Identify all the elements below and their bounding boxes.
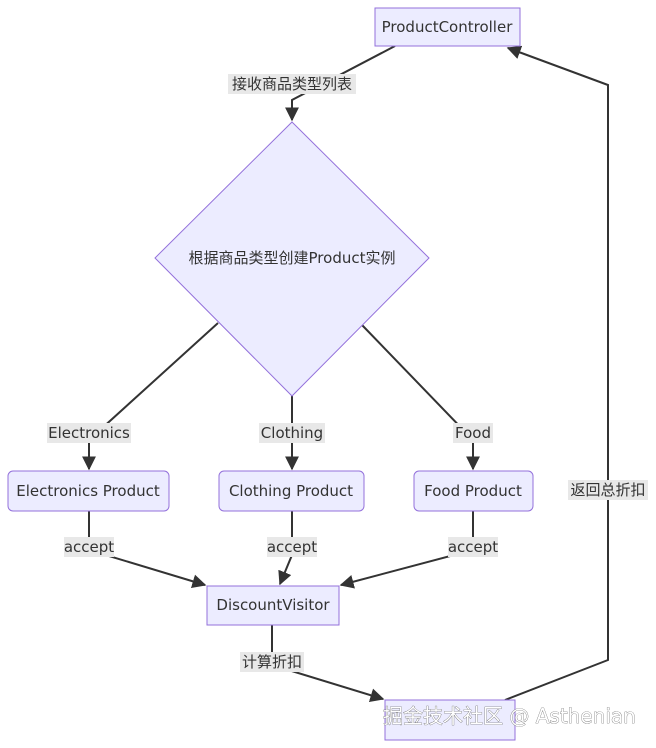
- node-clothing-product-label: Clothing Product: [229, 482, 353, 500]
- node-product-controller: [374, 7, 521, 47]
- node-electronics-product-label: Electronics Product: [16, 482, 160, 500]
- node-product-controller-label: ProductController: [382, 18, 514, 36]
- edge-label-clothing: Clothing: [261, 424, 323, 442]
- node-result: [384, 699, 516, 741]
- edge-label-accept-clothing: accept: [267, 538, 317, 556]
- node-discount-visitor: [206, 585, 340, 626]
- edge-controller-decision: [285, 45, 396, 122]
- node-decision-label: 根据商品类型创建Product实例: [189, 249, 396, 267]
- edge-label-accept-food: accept: [448, 538, 498, 556]
- edge-label-receive: 接收商品类型列表: [232, 75, 352, 93]
- edge-label-return: 返回总折扣: [570, 481, 645, 499]
- node-food-product: [413, 470, 534, 512]
- node-clothing-product: [218, 470, 365, 512]
- edge-result-controller: [504, 45, 609, 701]
- watermark: 掘金技术社区 @ Asthenian: [383, 704, 636, 728]
- edge-label-calculate: 计算折扣: [242, 653, 302, 671]
- edge-label-electronics: Electronics: [48, 424, 130, 442]
- edge-label-food: Food: [455, 424, 491, 442]
- edge-decision-food: [361, 324, 480, 471]
- edge-decision-electronics: [82, 322, 219, 471]
- node-discount-visitor-label: DiscountVisitor: [216, 596, 330, 614]
- edge-label-accept-electronics: accept: [64, 538, 114, 556]
- node-food-product-label: Food Product: [424, 482, 522, 500]
- node-electronics-product: [7, 470, 170, 512]
- node-decision: [154, 121, 430, 397]
